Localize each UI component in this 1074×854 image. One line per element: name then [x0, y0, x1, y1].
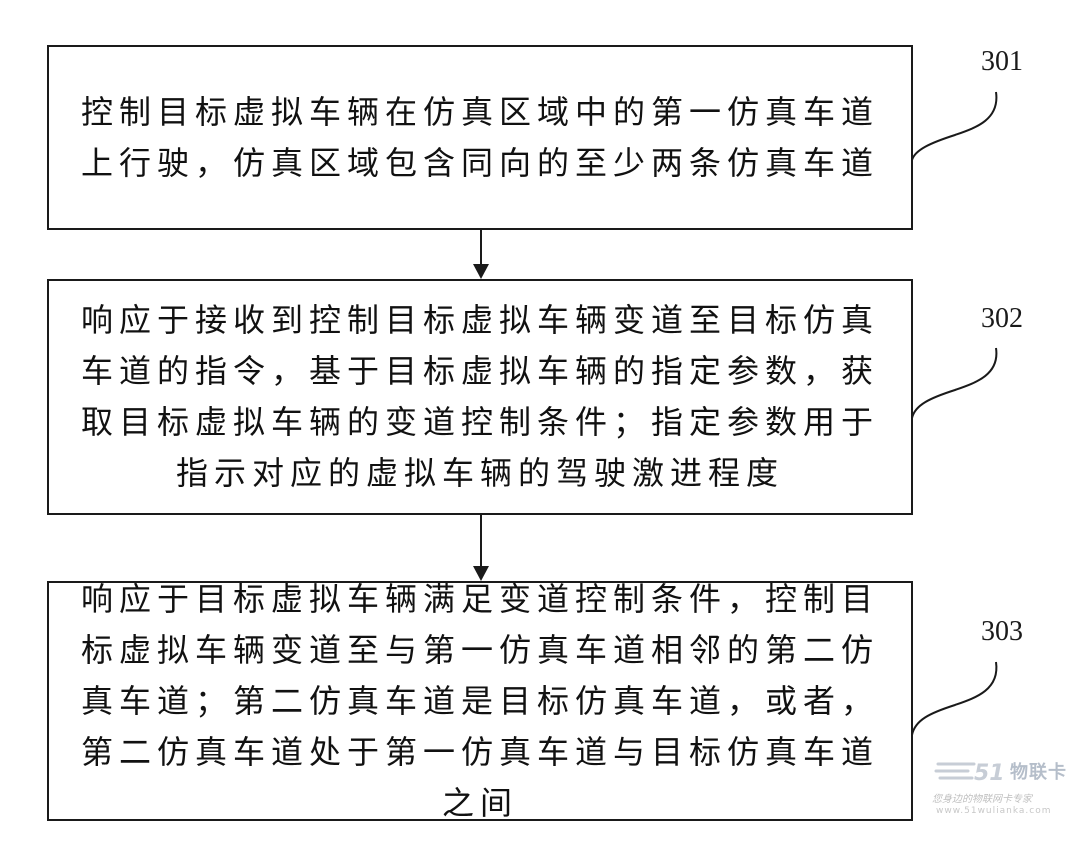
step-label-302: 302 [981, 303, 1023, 334]
step-box-301: 控制目标虚拟车辆在仿真区域中的第一仿真车道 上行驶，仿真区域包含同向的至少两条仿… [47, 45, 913, 230]
watermark-brand: 物联卡 [1010, 762, 1067, 783]
watermark-slogan: 您身边的物联网卡专家 [932, 794, 1032, 805]
leader-curve-302 [911, 347, 998, 419]
watermark-site: www.51wulianka.com [936, 806, 1052, 816]
watermark-logo-icon: 51 [934, 761, 1005, 786]
step-text-303: 响应于目标虚拟车辆满足变道控制条件，控制目 标虚拟车辆变道至与第一仿真车道相邻的… [80, 579, 879, 822]
step-text-301: 控制目标虚拟车辆在仿真区域中的第一仿真车道 上行驶，仿真区域包含同向的至少两条仿… [80, 92, 879, 182]
arrow-302-to-303 [473, 515, 489, 581]
svg-text:51: 51 [974, 761, 1005, 786]
arrow-301-to-302 [473, 230, 489, 279]
step-label-303: 303 [981, 616, 1023, 647]
leader-curve-301 [911, 91, 998, 161]
step-label-301: 301 [981, 46, 1023, 77]
step-box-303: 响应于目标虚拟车辆满足变道控制条件，控制目 标虚拟车辆变道至与第一仿真车道相邻的… [47, 580, 913, 822]
leader-curve-303 [911, 661, 998, 736]
step-text-302: 响应于接收到控制目标虚拟车辆变道至目标仿真 车道的指令，基于目标虚拟车辆的指定参… [80, 301, 879, 492]
watermark: 51 物联卡 您身边的物联网卡专家 www.51wulianka.com [930, 752, 1068, 826]
step-box-302: 响应于接收到控制目标虚拟车辆变道至目标仿真 车道的指令，基于目标虚拟车辆的指定参… [47, 279, 913, 515]
